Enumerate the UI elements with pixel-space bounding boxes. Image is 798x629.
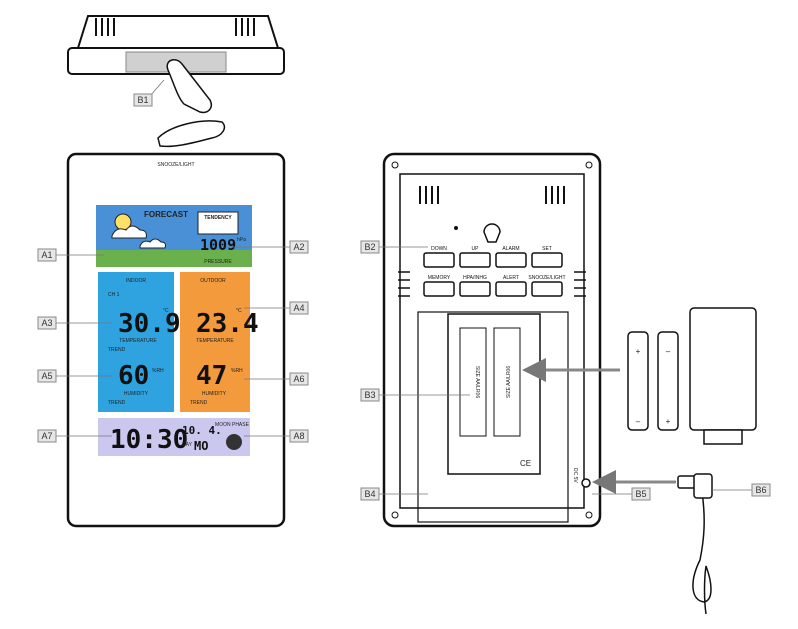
indoor-panel: [98, 272, 174, 412]
outdoor-header: OUTDOOR: [200, 278, 226, 284]
cloud-icon: [111, 225, 147, 239]
indoor-hum-unit: %RH: [152, 368, 164, 374]
alarm-button[interactable]: [495, 252, 527, 268]
tendency-label: TENDENCY: [204, 215, 232, 221]
callout-A4: A4: [293, 303, 304, 313]
callout-A1: A1: [41, 250, 52, 260]
battery-size-label-1: SIZE AA/LR06: [474, 366, 480, 398]
day: MO: [194, 439, 208, 453]
hanging-hole-icon: [483, 223, 501, 243]
pressure-label: PRESSURE: [204, 259, 232, 265]
alarm-label: ALARM: [502, 246, 519, 252]
callout-B5: B5: [635, 489, 646, 499]
set-button[interactable]: [531, 252, 563, 268]
outdoor-humidity: 47: [196, 361, 227, 391]
callout-B6: B6: [755, 485, 766, 495]
up-label: UP: [472, 246, 480, 252]
outdoor-temp-unit: °C: [236, 308, 242, 314]
indoor-channel: CH 1: [108, 292, 120, 298]
pressure-unit: hPa: [237, 237, 246, 243]
callout-A7: A7: [41, 431, 52, 441]
svg-text:–: –: [666, 347, 671, 356]
callout-B1: B1: [137, 95, 148, 105]
callout-A3: A3: [41, 318, 52, 328]
hand-icon: [157, 120, 226, 148]
finger-icon: [166, 59, 212, 114]
up-button[interactable]: [459, 252, 491, 268]
front-top-label: SNOOZE/LIGHT: [157, 162, 194, 168]
outdoor-hum-label: HUMIDITY: [202, 391, 227, 397]
svg-text:+: +: [666, 417, 671, 426]
callout-B3: B3: [364, 390, 375, 400]
clock: 10:30: [110, 425, 188, 455]
indoor-trend-2: TREND: [108, 400, 126, 406]
outdoor-temp-label: TEMPERATURE: [196, 338, 234, 344]
callout-B4: B4: [364, 489, 375, 499]
outdoor-hum-unit: %RH: [231, 368, 243, 374]
indoor-temp-label: TEMPERATURE: [119, 338, 157, 344]
snooze-light-button[interactable]: [531, 281, 563, 297]
day-label: DAY: [182, 442, 193, 448]
moon-icon: [226, 434, 242, 450]
indoor-humidity: 60: [118, 361, 149, 391]
button-row-1: DOWN UP ALARM SET: [423, 246, 563, 268]
hpa-inhg-button[interactable]: [459, 281, 491, 297]
dc-label: DC 5V: [572, 468, 578, 483]
battery-size-label-2: SIZE AA/LR06: [506, 366, 512, 398]
callouts: B1 A1 A3 A5 A7 A2 A4 A6 A8 B2 B3 B4 B5 B…: [37, 93, 771, 501]
callout-B2: B2: [364, 242, 375, 252]
button-row-2: MEMORY HPA/INHG ALERT SNOOZE/LIGHT: [423, 275, 566, 297]
front-device: SNOOZE/LIGHT FORECAST TENDENCY 1009 hPa …: [66, 152, 286, 528]
outdoor-trend: TREND: [190, 400, 208, 406]
callout-A5: A5: [41, 371, 52, 381]
time-panel: [98, 418, 250, 456]
indoor-header: INDOOR: [126, 278, 146, 284]
battery-door-loose: [689, 307, 757, 445]
callout-A6: A6: [293, 374, 304, 384]
hpa-inhg-label: HPA/INHG: [463, 275, 487, 281]
svg-text:–: –: [636, 417, 641, 426]
indoor-hum-label: HUMIDITY: [124, 391, 149, 397]
down-label: DOWN: [431, 246, 447, 252]
cloud-small-icon: [139, 238, 166, 249]
forecast-title: FORECAST: [144, 210, 188, 219]
battery-door[interactable]: [417, 311, 569, 523]
snooze-light-label: SNOOZE/LIGHT: [528, 275, 565, 281]
alert-label: ALERT: [503, 275, 519, 281]
dc-jack[interactable]: [581, 478, 591, 488]
memory-label: MEMORY: [428, 275, 451, 281]
moon-phase-label: MOON PHASE: [215, 422, 250, 428]
memory-button[interactable]: [423, 281, 455, 297]
outdoor-temp: 23.4: [196, 309, 259, 339]
date: 10. 4.: [182, 424, 222, 437]
battery-cells: + + – –: [627, 331, 679, 431]
indoor-temp-unit: °C: [163, 308, 169, 314]
pressure-value: 1009: [200, 236, 236, 254]
set-label: SET: [542, 246, 552, 252]
back-device: DOWN UP ALARM SET MEMORY HPA/INHG ALERT …: [382, 152, 602, 528]
indoor-temp: 30.9: [118, 309, 181, 339]
power-adapter: [677, 473, 713, 615]
alert-button[interactable]: [495, 281, 527, 297]
callout-A8: A8: [293, 431, 304, 441]
down-button[interactable]: [423, 252, 455, 268]
outdoor-panel: [180, 272, 250, 412]
indoor-trend-1: TREND: [108, 347, 126, 353]
svg-text:+: +: [636, 347, 641, 356]
callout-A2: A2: [293, 242, 304, 252]
top-device-view: [67, 15, 285, 148]
ce-mark: CE: [520, 459, 531, 468]
